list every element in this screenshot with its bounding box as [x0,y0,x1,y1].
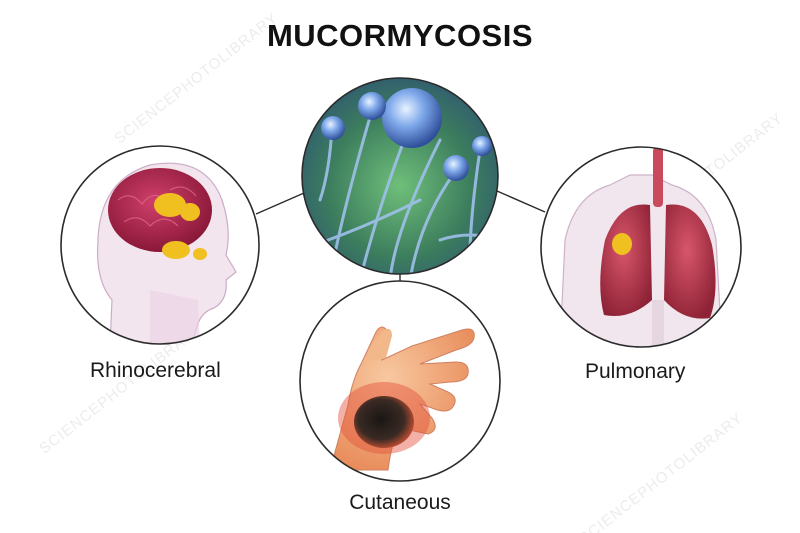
label-cutaneous: Cutaneous [349,491,451,514]
lung-left [600,204,652,316]
sporangium [472,136,492,156]
cutaneous-circle [299,280,501,482]
sporangium [443,155,469,181]
trachea [653,147,663,207]
fungus-circle [301,77,499,275]
connector-pulmonary [496,190,546,213]
rhinocerebral-circle [60,145,260,345]
connector-lines [255,190,546,281]
connector-rhinocerebral [255,192,305,215]
label-rhinocerebral: Rhinocerebral [90,359,221,382]
sporangium [313,91,331,109]
lung-right [664,204,716,319]
sporangium [358,92,386,120]
lung-lesion [612,233,632,255]
page-title: MUCORMYCOSIS [266,18,534,53]
sporangium [382,88,442,148]
pulmonary-circle [540,146,742,348]
necrotic-lesion [354,396,414,448]
sporangium [321,116,345,140]
label-pulmonary: Pulmonary [585,360,686,383]
brain-lesion [154,193,207,260]
